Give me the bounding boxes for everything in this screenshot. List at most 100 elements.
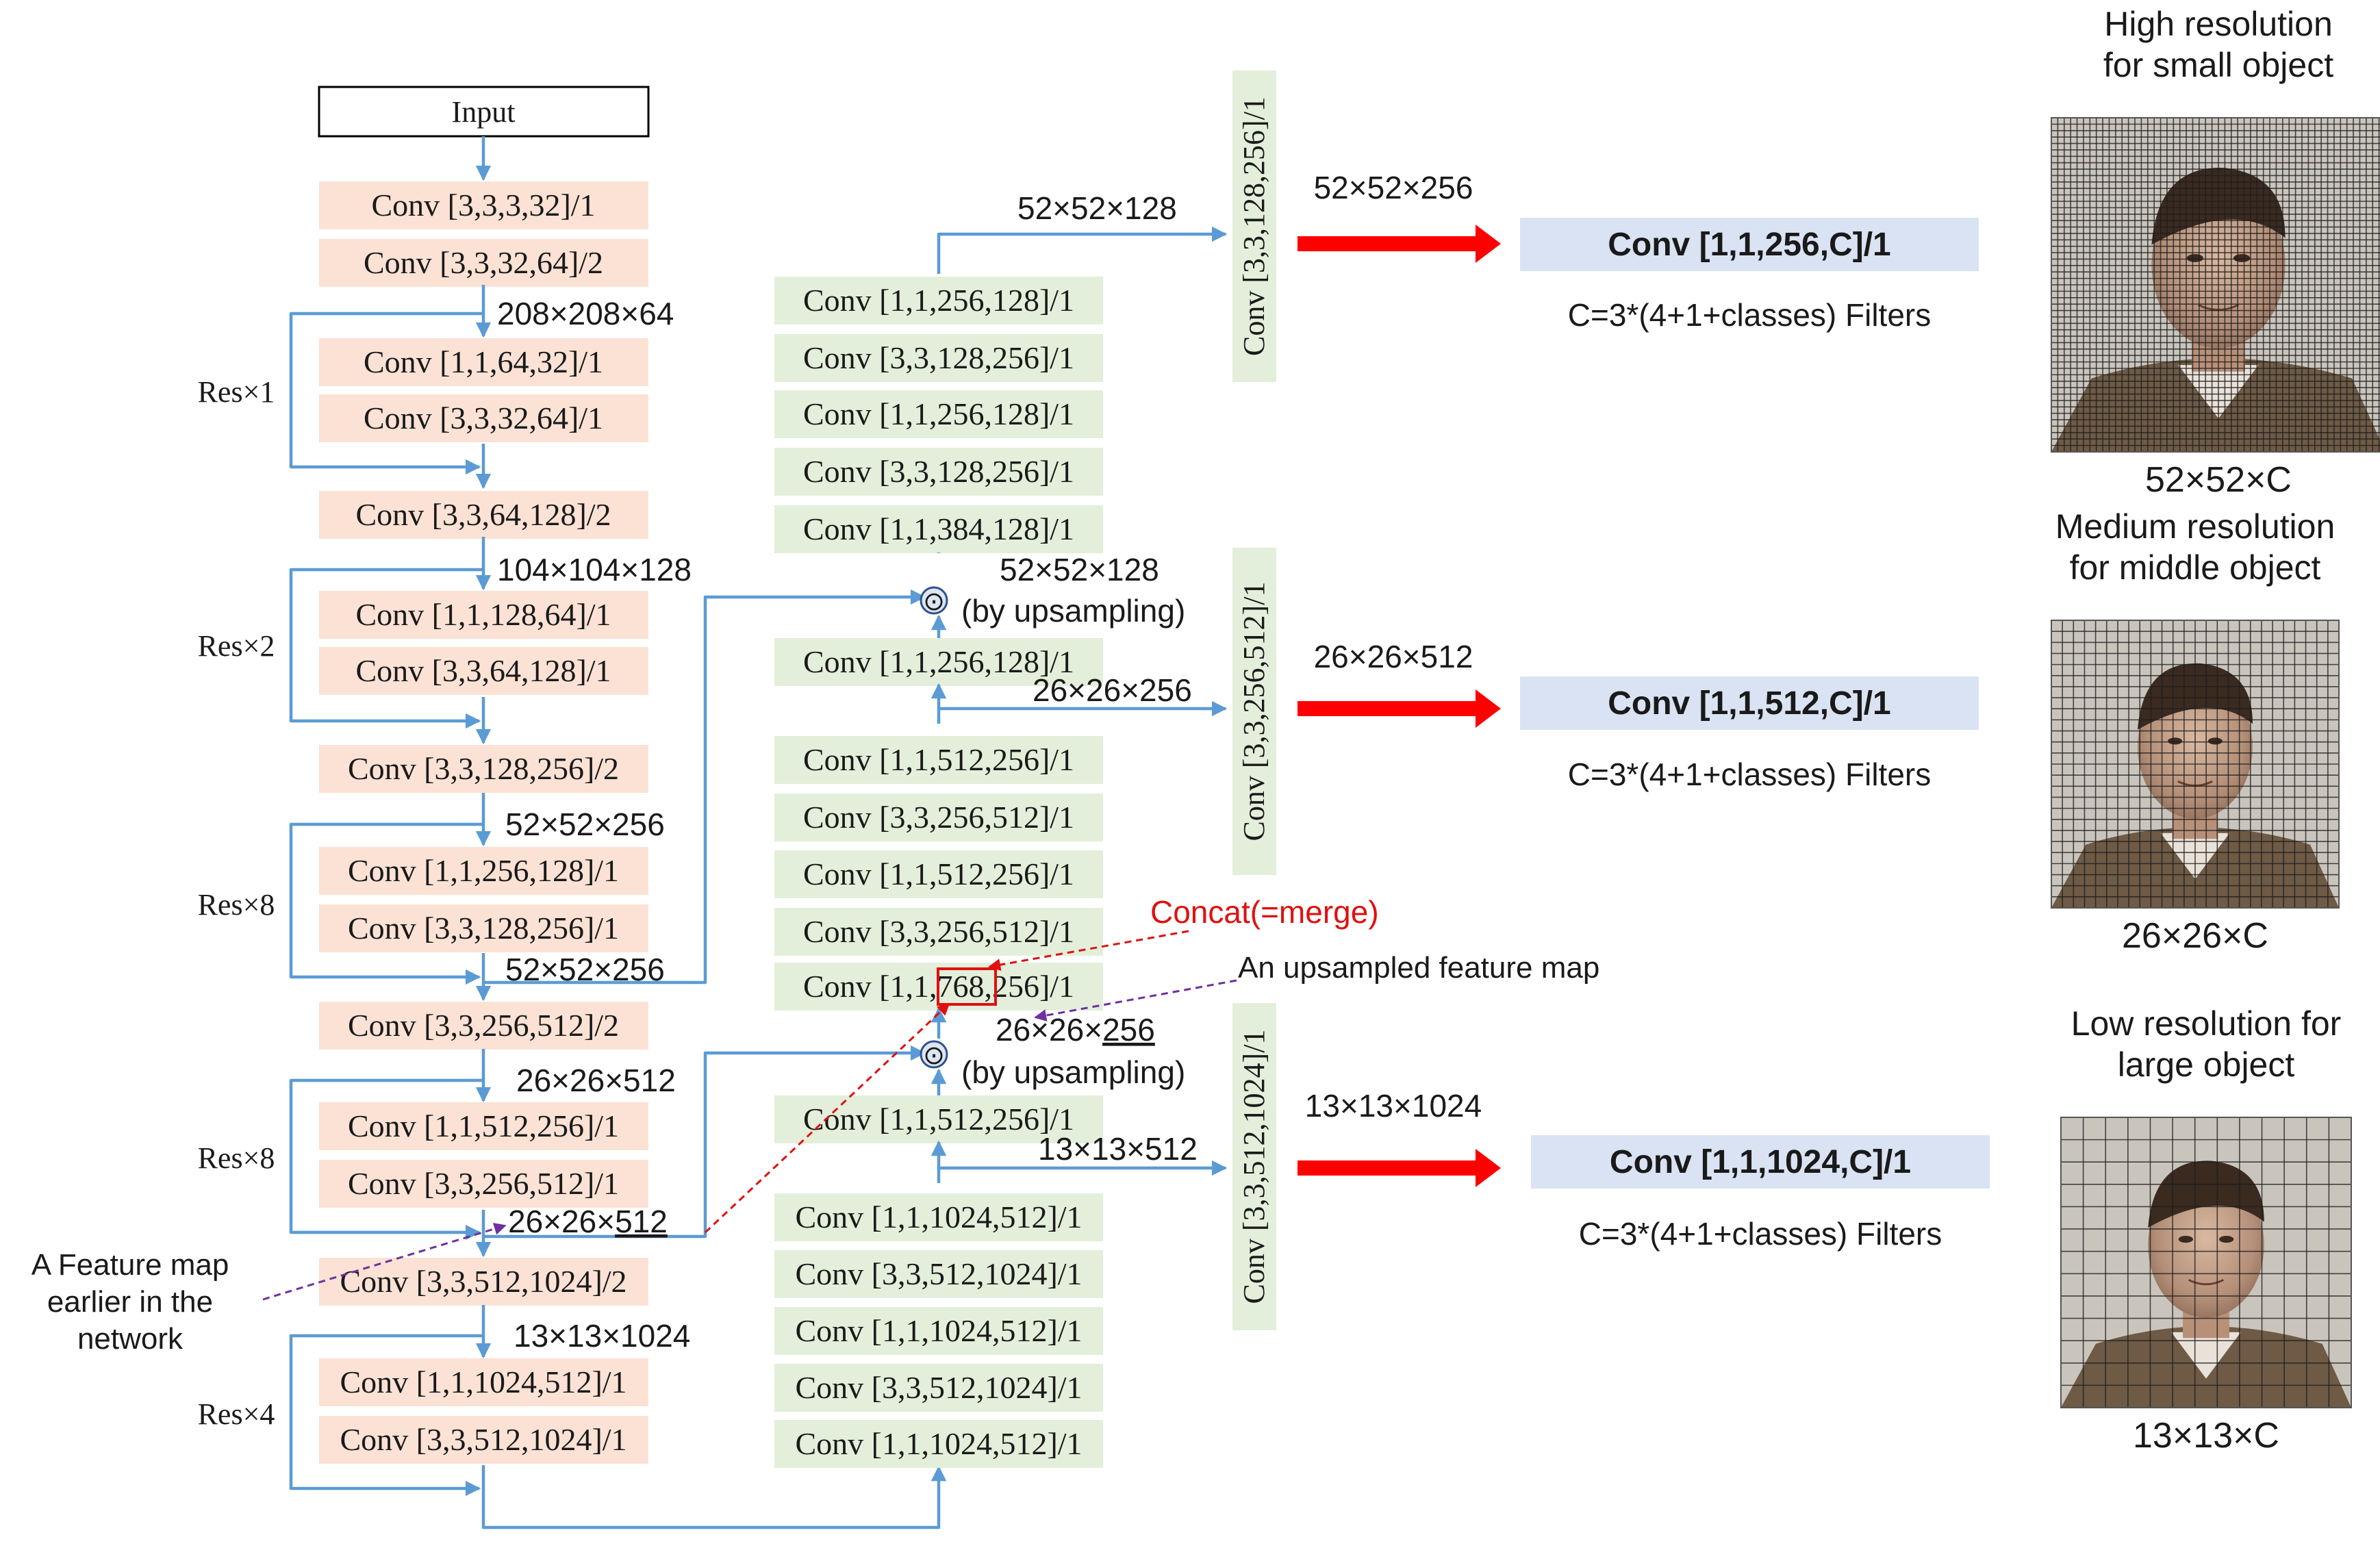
neck-conv-box: [774, 736, 1103, 784]
output-title-line2: large object: [2118, 1045, 2295, 1084]
svg-text:⊙: ⊙: [923, 587, 945, 616]
backbone-conv-13: Conv [3,3,256,512]/1: [319, 1160, 648, 1208]
head-conv-label: Conv [1,1,512,C]/1: [1608, 685, 1890, 722]
annotations: Concat(=merge) An upsampled feature map …: [31, 894, 1600, 1356]
neck-conv-box: [774, 505, 1103, 553]
note-upsample-low: (by upsampling): [961, 1054, 1185, 1090]
head-arrow-shaft: [1297, 236, 1481, 251]
neck-conv-box: [774, 908, 1103, 956]
neck-bottom-conv-4: Conv [3,3,512,1024]/1: [774, 1364, 1103, 1412]
neck-conv-box: [774, 638, 1103, 686]
output-caption: 13×13×C: [2133, 1416, 2279, 1456]
neck-conv-box: [774, 1095, 1103, 1143]
neck-conv-box: [774, 1307, 1103, 1355]
backbone-conv-16: Conv [3,3,512,1024]/1: [319, 1416, 648, 1464]
head-vertical-conv-box: [1232, 71, 1276, 382]
backbone-conv-label: Conv [1,1,256,128]/1: [348, 853, 619, 888]
dim-low-branch: 13×13×512: [1038, 1131, 1198, 1167]
backbone-conv-8: Conv [3,3,128,256]/2: [319, 745, 648, 793]
backbone-conv-box: [319, 745, 648, 793]
head-arrow-head: [1476, 1149, 1501, 1187]
backbone-conv-box: [319, 904, 648, 952]
neck-conv-label: Conv [1,1,256,128]/1: [803, 644, 1074, 679]
output-grid-lines: [2051, 117, 2380, 453]
head-arrow-dim: 13×13×1024: [1305, 1088, 1482, 1124]
backbone-conv-9: Conv [1,1,256,128]/1: [319, 847, 648, 895]
dim-13-res: 13×13×1024: [514, 1318, 690, 1354]
neck-mid-conv-2: Conv [3,3,256,512]/1: [774, 794, 1103, 841]
concat-annotation: Concat(=merge): [1150, 894, 1379, 930]
backbone-conv-box: [319, 338, 648, 386]
earlier-annotation-line3: network: [77, 1322, 183, 1356]
dim-mid-branch: 26×26×256: [1033, 672, 1192, 708]
neck-conv-label: Conv [1,1,1024,512]/1: [795, 1200, 1082, 1234]
input-label: Input: [452, 95, 516, 129]
output-title-line2: for small object: [2103, 46, 2333, 84]
concat-highlight-box: [937, 967, 997, 1006]
dim-26-route: 26×26×512: [508, 1204, 668, 1239]
neck-conv-label: Conv [1,1,256,128]/1: [803, 396, 1074, 431]
earlier-annotation-line1: A Feature map: [31, 1248, 229, 1282]
backbone-conv-label: Conv [3,3,3,32]/1: [371, 188, 595, 223]
output-title-line1: Medium resolution: [2055, 507, 2335, 546]
backbone-conv-label: Conv [1,1,64,32]/1: [364, 344, 603, 379]
neck-top-conv-1: Conv [1,1,256,128]/1: [774, 277, 1103, 325]
head-arrow-dim: 52×52×256: [1314, 170, 1473, 205]
head-vertical-conv-label: Conv [3,3,512,1024]/1: [1237, 1030, 1271, 1304]
concat-earlier-arrow: [704, 1002, 950, 1234]
head-vertical-conv-box: [1232, 548, 1276, 875]
neck-conv-box: [774, 794, 1103, 841]
upsampled-annotation: An upsampled feature map: [1238, 951, 1599, 985]
dim-top-branch: 52×52×128: [1017, 190, 1177, 226]
backbone-conv-label: Conv [3,3,128,256]/1: [348, 911, 619, 946]
backbone-conv-label: Conv [1,1,512,256]/1: [348, 1108, 619, 1143]
backbone-conv-3: Conv [1,1,64,32]/1: [319, 338, 648, 386]
backbone-conv-label: Conv [3,3,64,128]/1: [355, 653, 611, 688]
neck-top-conv-3: Conv [1,1,256,128]/1: [774, 390, 1103, 438]
skip-bracket-res8b: [289, 1078, 483, 1241]
portrait-image: [2061, 1117, 2351, 1408]
backbone-conv-box: [319, 1102, 648, 1150]
neck-conv-box: [774, 1193, 1103, 1241]
backbone-conv-label: Conv [3,3,512,1024]/2: [340, 1264, 626, 1299]
neck-bottom-conv-5: Conv [1,1,1024,512]/1: [774, 1420, 1103, 1468]
head-conv-label: Conv [1,1,1024,C]/1: [1610, 1144, 1911, 1180]
head-vertical-conv-box: [1232, 1003, 1276, 1330]
head-arrow-head: [1476, 689, 1501, 728]
backbone-conv-box: [319, 1002, 648, 1050]
neck-conv-box: [774, 850, 1103, 898]
neck-conv-label: Conv [3,3,256,512]/1: [803, 800, 1074, 835]
neck-conv-label: Conv [3,3,512,1024]/1: [795, 1256, 1082, 1291]
backbone-conv-box: [319, 847, 648, 895]
backbone-conv-label: Conv [3,3,32,64]/2: [364, 245, 603, 280]
skip-bracket-res1: [289, 312, 483, 475]
backbone-conv-box: [319, 1258, 648, 1306]
neck-conv-box: [774, 277, 1103, 325]
upsample-node-low: ⊙: [920, 1040, 948, 1070]
dim-26-route-underlined: 512: [615, 1204, 668, 1239]
skip-bracket-res8a: [289, 822, 483, 985]
route-13x13-to-neck: [481, 1465, 947, 1530]
flow-top-branch: [937, 226, 1228, 274]
earlier-annotation-line2: earlier in the: [47, 1285, 213, 1319]
backbone-conv-7: Conv [3,3,64,128]/1: [319, 647, 648, 695]
backbone-conv-box: [319, 1358, 648, 1406]
backbone-conv-15: Conv [1,1,1024,512]/1: [319, 1358, 648, 1406]
neck-conv-label: Conv [1,1,256,128]/1: [803, 283, 1074, 318]
neck-bottom-conv-3: Conv [1,1,1024,512]/1: [774, 1307, 1103, 1355]
res-label-3: Res×8: [198, 888, 275, 922]
dim-upsample-top: 52×52×128: [1000, 552, 1159, 587]
neck-mid-conv-3: Conv [1,1,512,256]/1: [774, 850, 1103, 898]
head-arrow-head: [1476, 225, 1501, 263]
backbone-conv-12: Conv [1,1,512,256]/1: [319, 1102, 648, 1150]
backbone-conv-label: Conv [3,3,256,512]/2: [348, 1008, 619, 1043]
